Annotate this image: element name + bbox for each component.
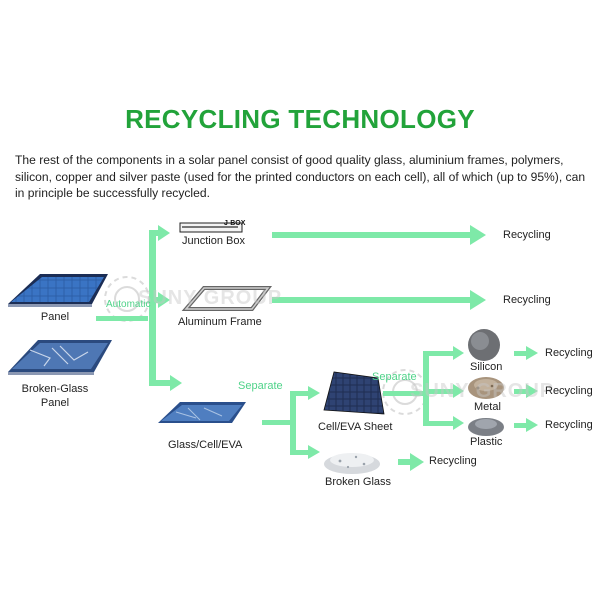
recycling-label-metal: Recycling bbox=[545, 385, 593, 397]
separate-step-label: Separate bbox=[238, 380, 283, 392]
recycling-label-junction-box: Recycling bbox=[503, 229, 551, 241]
aluminum-frame-image bbox=[181, 286, 273, 311]
silicon-label: Silicon bbox=[470, 361, 503, 373]
junction-box-image bbox=[179, 222, 243, 233]
broken-glass-panel-label-line1: Broken-Glass bbox=[21, 383, 89, 395]
watermark-text: SUNY GROUP bbox=[138, 287, 283, 309]
intro-paragraph: The rest of the components in a solar pa… bbox=[15, 153, 586, 201]
glass-cell-eva-image bbox=[158, 402, 246, 423]
plastic-pile-image bbox=[468, 418, 504, 436]
recycling-label-aluminum-frame: Recycling bbox=[503, 294, 551, 306]
aluminum-frame-label: Aluminum Frame bbox=[178, 316, 262, 328]
glass-cell-eva-label: Glass/Cell/EVA bbox=[168, 439, 243, 451]
cell-eva-sheet-label: Cell/EVA Sheet bbox=[318, 421, 393, 433]
recycling-label-plastic: Recycling bbox=[545, 419, 593, 431]
broken-glass-pile-image bbox=[324, 453, 380, 474]
automatic-step-label: Automatic bbox=[106, 299, 151, 310]
watermark-text-2: SUNY GROUP bbox=[410, 380, 555, 402]
solar-panel-image bbox=[8, 274, 108, 307]
recycling-label-broken-glass: Recycling bbox=[429, 455, 477, 467]
cell-eva-sheet-image bbox=[323, 371, 385, 415]
page-title: RECYCLING TECHNOLOGY bbox=[125, 104, 475, 134]
junction-box-tag: J-BOX bbox=[224, 220, 246, 227]
recycling-label-silicon: Recycling bbox=[545, 347, 593, 359]
broken-glass-panel-label-line2: Panel bbox=[40, 397, 70, 409]
plastic-label: Plastic bbox=[470, 436, 503, 448]
broken-glass-panel-image bbox=[8, 340, 112, 375]
junction-box-label: Junction Box bbox=[182, 235, 245, 247]
flow-arrows bbox=[96, 225, 538, 471]
metal-pile-image bbox=[468, 377, 504, 399]
silicon-pile-image bbox=[468, 329, 500, 361]
broken-glass-label: Broken Glass bbox=[325, 476, 392, 488]
metal-label: Metal bbox=[474, 401, 501, 413]
panel-label: Panel bbox=[40, 311, 70, 323]
separate-step-label-2: Separate bbox=[372, 371, 417, 383]
